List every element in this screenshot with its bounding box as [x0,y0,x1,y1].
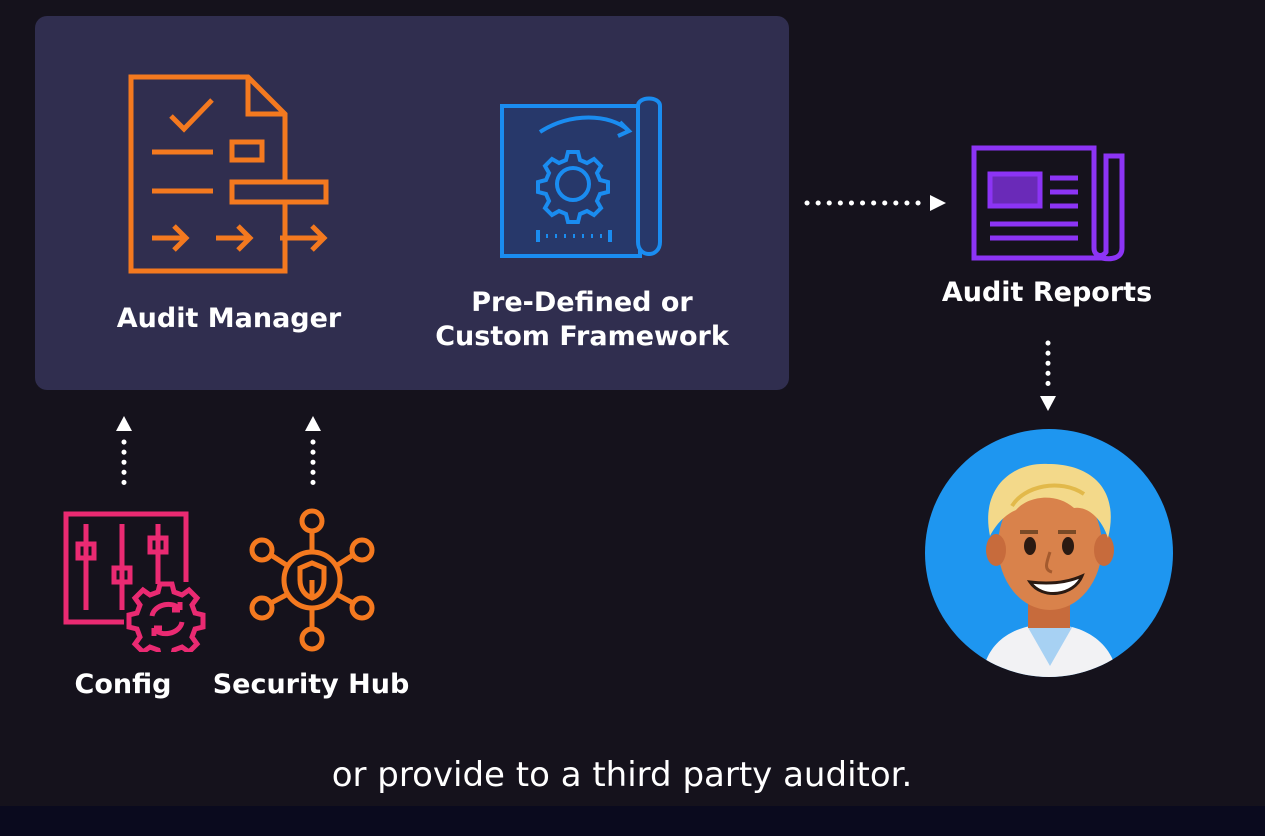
audit-reports-label: Audit Reports [941,277,1153,308]
audit-manager-label: Audit Manager [116,303,342,334]
audit-document-icon [126,72,332,278]
arrow-to-auditor [1037,340,1059,412]
framework-label-line1: Pre-Defined or [471,287,693,318]
bottom-bar [0,806,1265,836]
framework-label-line2: Custom Framework [435,321,729,352]
subtitle-caption: or provide to a third party auditor. [301,744,943,806]
auditor-avatar [924,428,1174,678]
security-hub-icon [246,508,378,652]
security-hub-label: Security Hub [212,669,410,700]
newspaper-icon [970,144,1126,262]
arrow-config-to-audit-manager [113,414,135,488]
config-label: Config [74,669,172,700]
arrow-to-audit-reports [804,192,948,214]
arrow-security-hub-to-audit-manager [302,414,324,488]
config-sliders-gear-icon [62,510,206,652]
blueprint-gear-icon [500,92,664,260]
